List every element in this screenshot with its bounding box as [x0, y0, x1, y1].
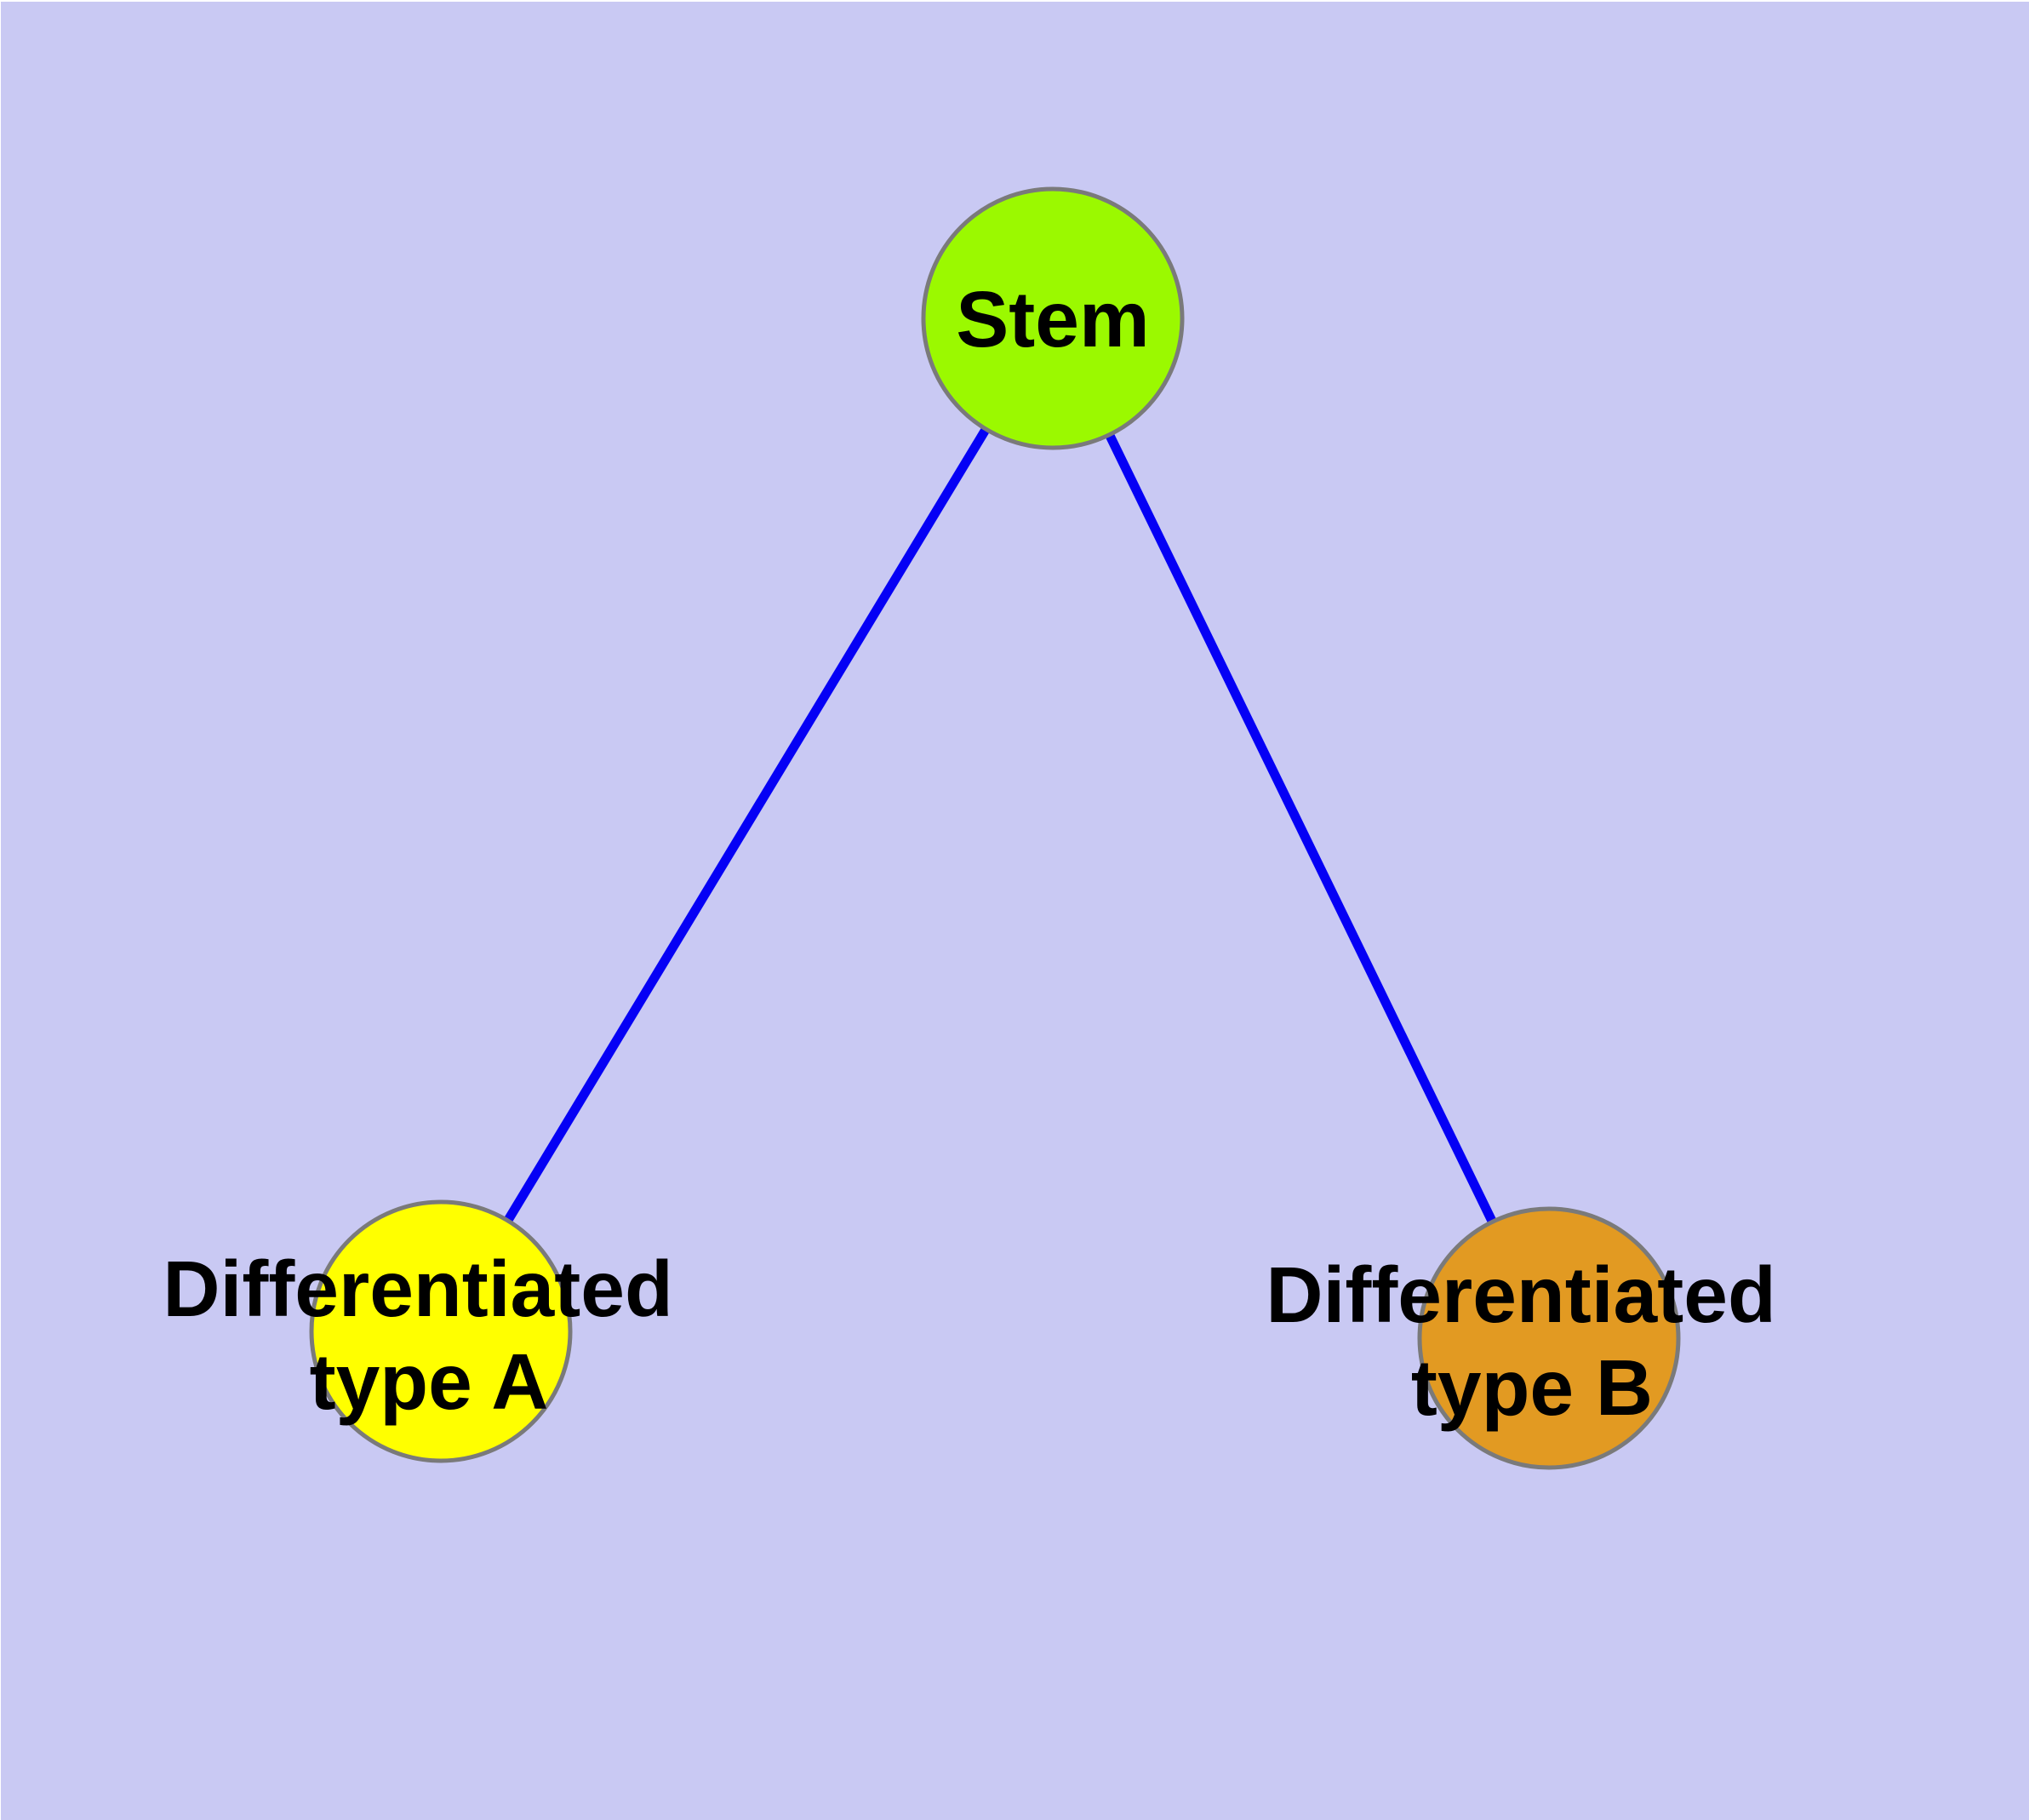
edge-stem-to-type-b — [1049, 316, 1553, 1341]
node-differentiated-type-a — [309, 1199, 573, 1463]
node-type-a-label-line2: type A — [310, 1337, 549, 1426]
node-type-b-label: Differentiated type B — [1266, 1251, 1798, 1432]
edge-stem-to-type-a — [437, 316, 1057, 1334]
node-stem — [921, 186, 1185, 450]
node-stem-label: Stem — [956, 275, 1149, 363]
node-type-a-label-line1: Differentiated — [163, 1245, 672, 1333]
node-type-b-label-line2: type B — [1411, 1343, 1653, 1432]
node-differentiated-type-b — [1417, 1206, 1681, 1470]
node-type-a-label: Differentiated type A — [163, 1245, 694, 1426]
node-type-b-label-line1: Differentiated — [1266, 1251, 1775, 1339]
